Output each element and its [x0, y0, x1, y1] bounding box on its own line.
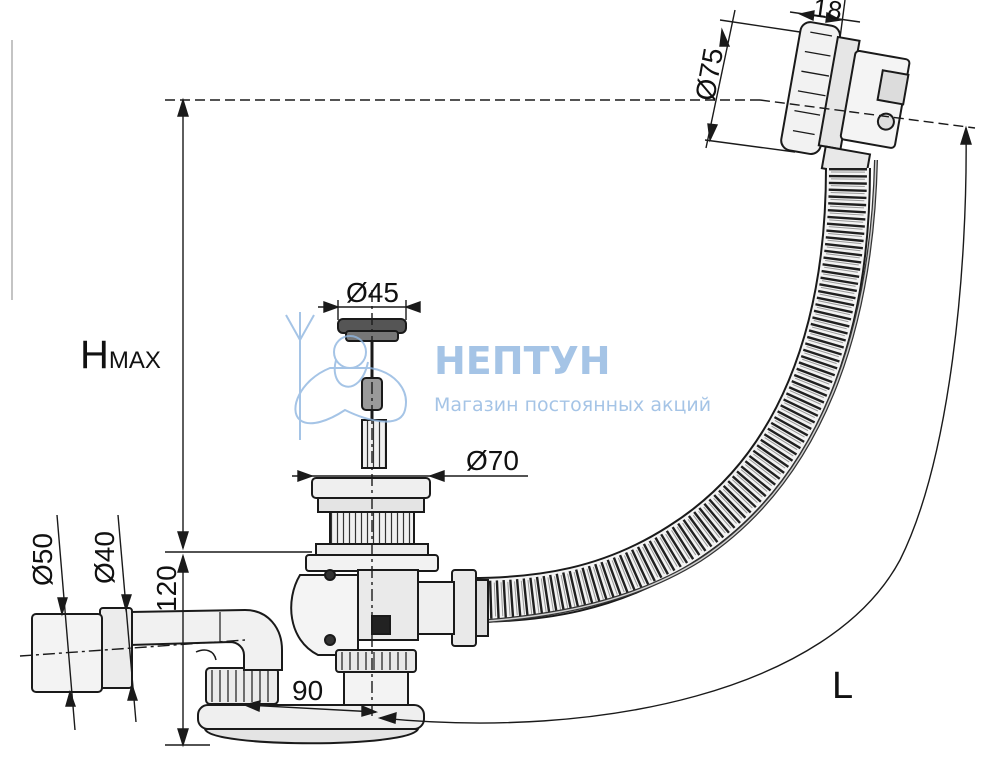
d45-label: Ø45: [346, 277, 399, 308]
d18-label: 18: [811, 0, 844, 26]
watermark-tagline: Магазин постоянных акций: [434, 394, 711, 416]
neptune-trident-figure-icon: [285, 312, 407, 440]
dimension-lines: [19, 0, 976, 748]
watermark-brand: НЕПТУН: [434, 339, 611, 383]
d70-label: Ø70: [466, 445, 519, 476]
d50-label: Ø50: [27, 533, 58, 586]
neptune-watermark: НЕПТУН Магазин постоянных акций: [285, 312, 711, 440]
d40-label: Ø40: [89, 531, 120, 584]
w90-label: 90: [292, 675, 323, 706]
hmax-label: HMAX: [80, 333, 161, 377]
hose-nut: [413, 569, 489, 647]
corrugated-hose: [379, 159, 878, 627]
h120-label: 120: [151, 565, 182, 612]
d75-label: Ø75: [689, 46, 729, 104]
overflow-head: [780, 21, 911, 178]
l-label: L: [832, 665, 853, 707]
